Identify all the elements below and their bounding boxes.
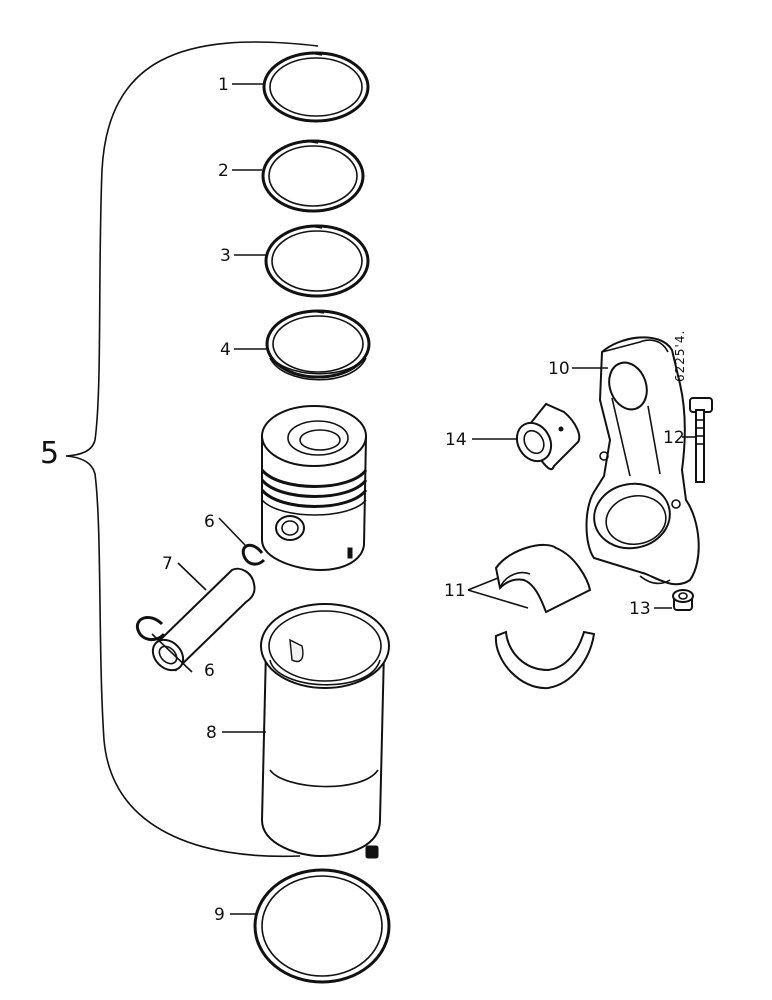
big-end-bolt [689,397,713,483]
callout-11: 11 [444,581,466,601]
circlip-lower [135,615,166,641]
callout-3: 3 [220,246,231,266]
callout-6-upper: 6 [204,512,215,532]
callout-14: 14 [445,430,467,450]
callout-13: 13 [629,599,651,619]
callout-5: 5 [40,436,59,471]
leader-lines [151,83,696,915]
piston-ring-4-oil [265,309,371,381]
group-brace [65,41,319,858]
callout-4: 4 [220,340,231,360]
big-end-bearing-lower-shell [494,630,596,690]
piston-ring-3 [264,224,370,298]
reference-code: 6225'4. [673,330,687,382]
piston-pin [151,567,256,672]
callout-6-lower: 6 [204,661,215,681]
cylinder-liner [260,603,390,859]
callout-7: 7 [162,554,173,574]
big-end-nut [672,589,694,611]
callout-12: 12 [663,428,685,448]
piston [260,405,368,572]
o-ring [253,868,391,984]
callout-2: 2 [218,161,229,181]
small-end-bush [515,402,581,471]
piston-ring-1 [262,51,370,123]
callout-8: 8 [206,723,217,743]
big-end-bearing-upper-shell [494,543,592,614]
circlip-upper [241,543,266,566]
connecting-rod [585,336,700,586]
callout-10: 10 [548,359,570,379]
piston-ring-2 [261,139,365,213]
callout-1: 1 [218,75,229,95]
callout-9: 9 [214,905,225,925]
